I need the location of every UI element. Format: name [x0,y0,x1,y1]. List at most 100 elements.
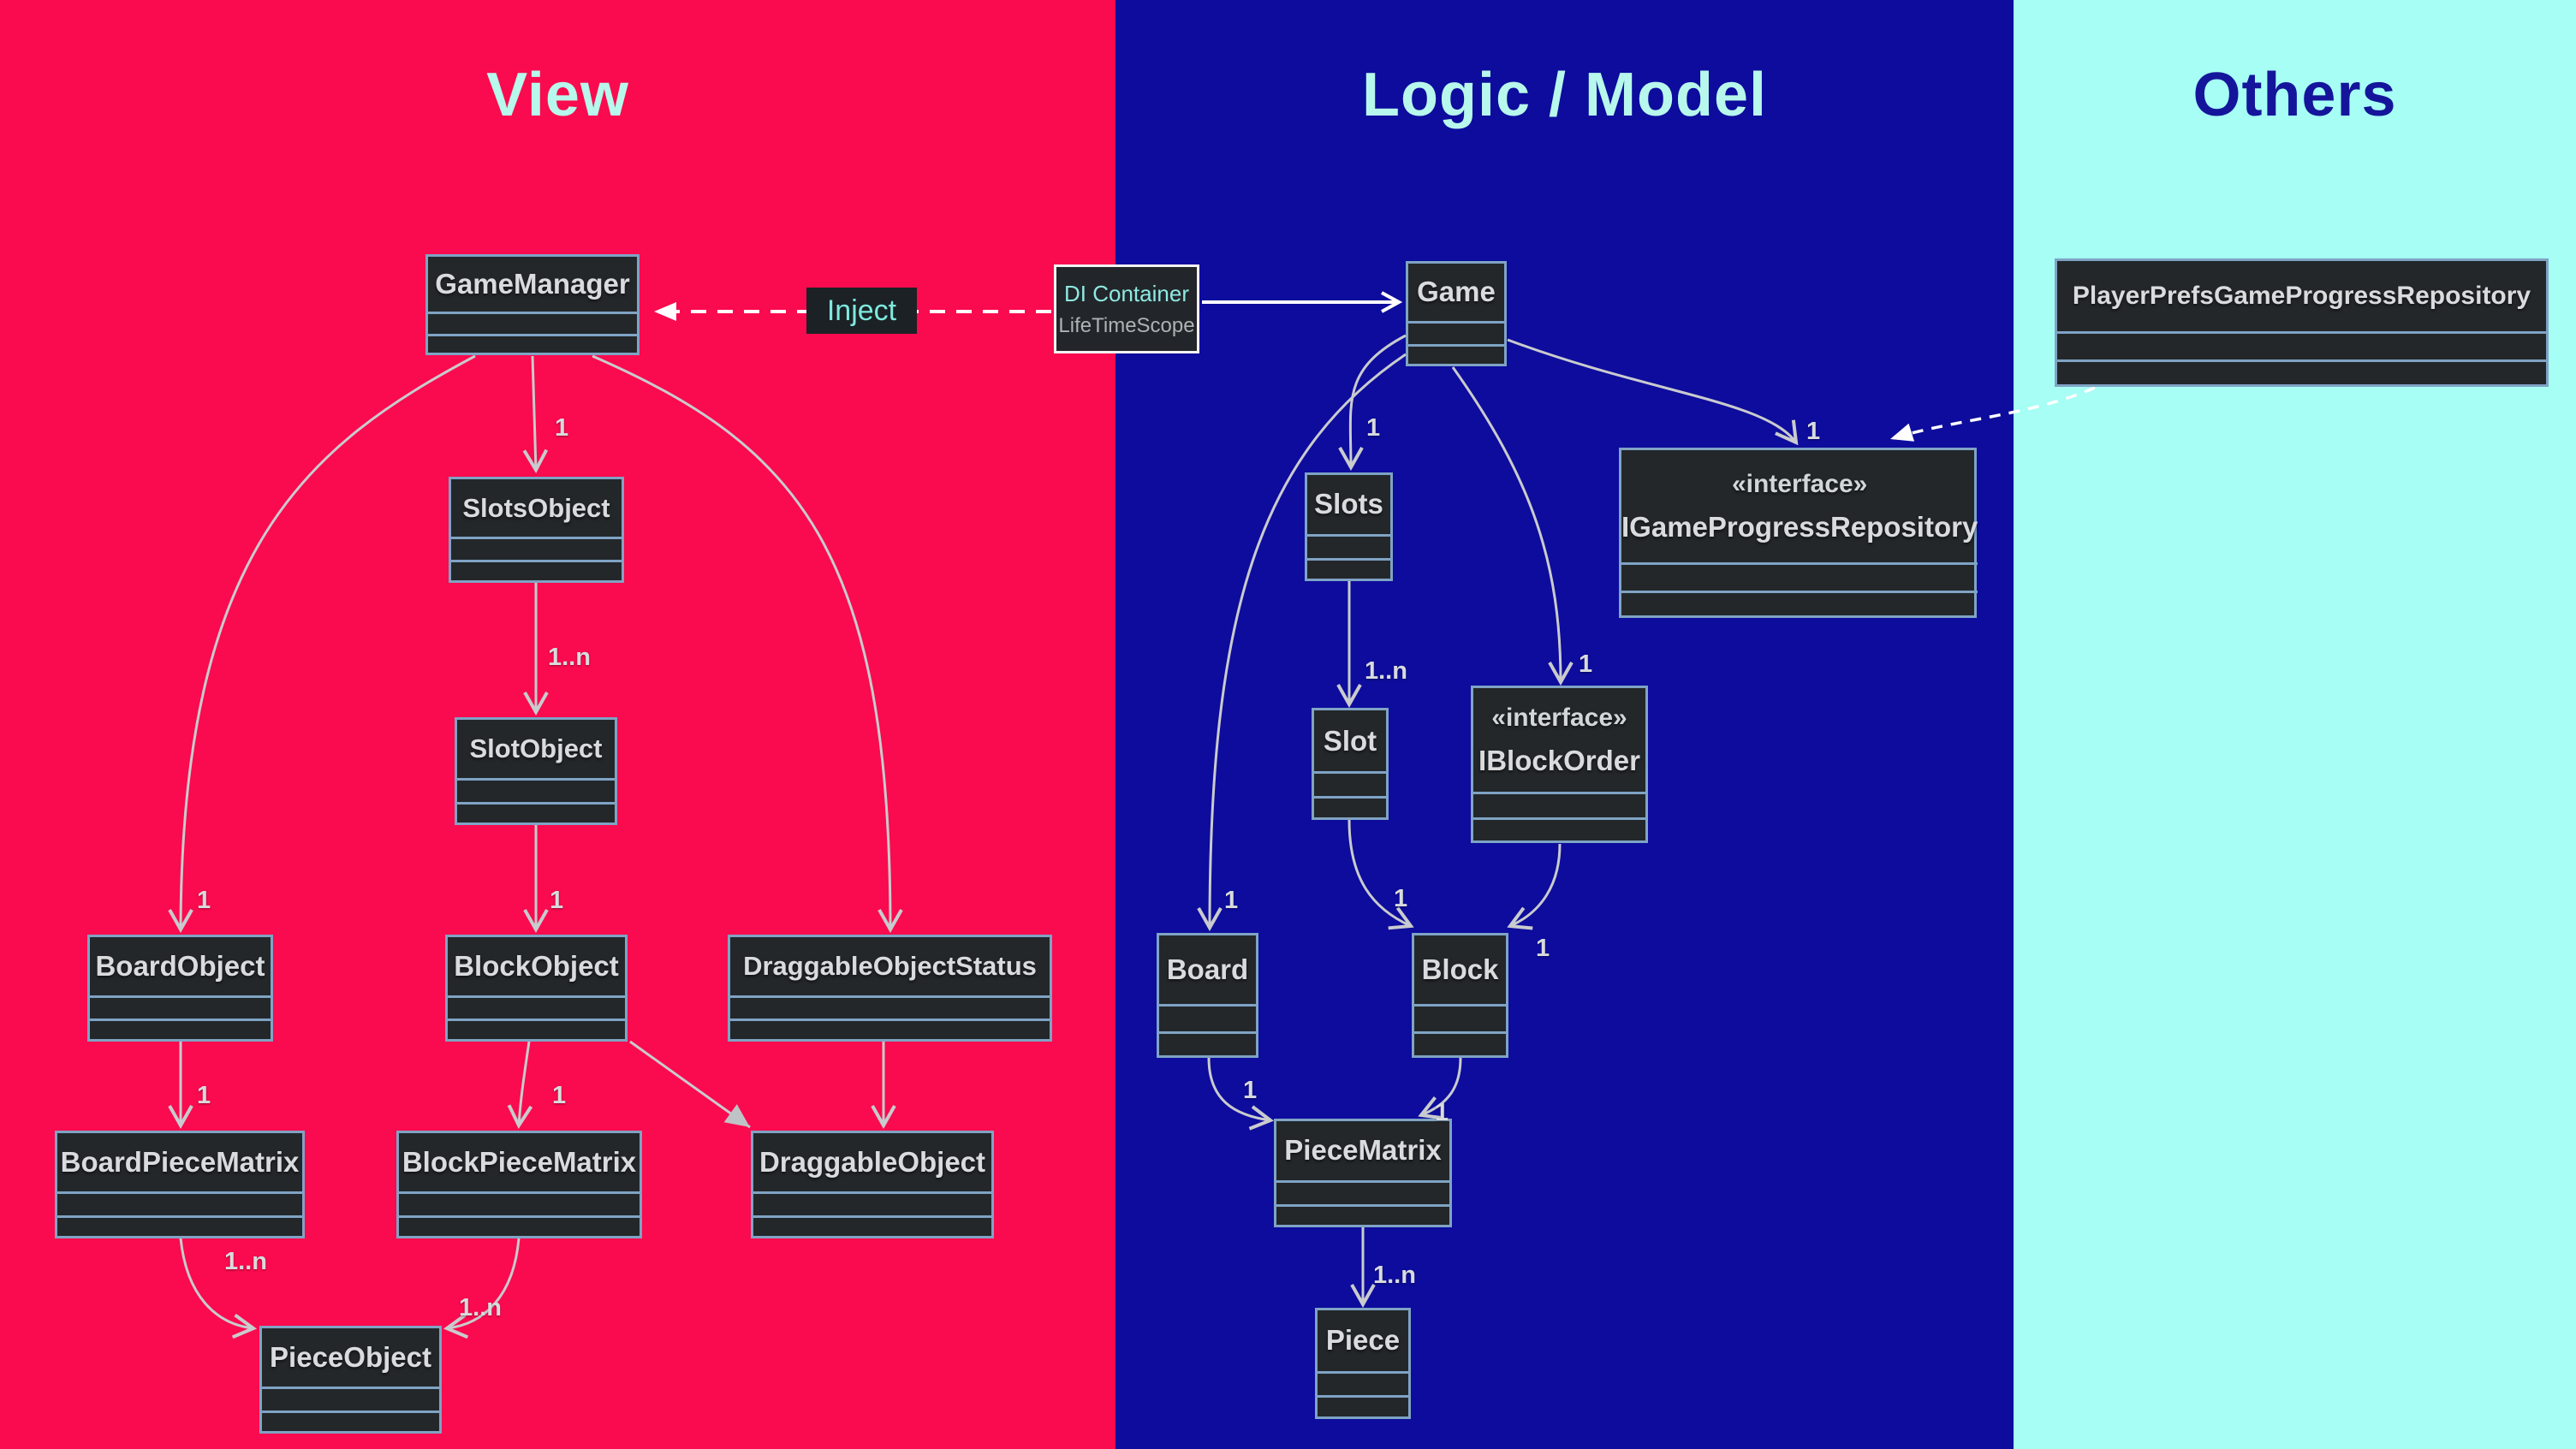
operations-compartment [1159,1030,1256,1055]
attributes-compartment [262,1387,439,1410]
attributes-compartment [448,995,625,1018]
multiplicity-label: 1 [552,1082,567,1109]
attributes-compartment [753,1191,991,1215]
interface-node-iblockorder[interactable]: «interface» IBlockOrder [1471,686,1648,843]
operations-compartment [90,1018,271,1039]
di-container-node[interactable]: DI Container LifeTimeScope [1054,264,1199,353]
attributes-compartment [1276,1179,1449,1204]
operations-compartment [428,333,637,353]
class-title: SlotObject [469,733,603,764]
interface-stereotype: «interface» [1731,469,1868,498]
class-node-blockobject[interactable]: BlockObject [445,935,628,1042]
class-node-board[interactable]: Board [1157,933,1258,1058]
class-title: Block [1421,953,1499,985]
class-title: Slots [1314,488,1383,520]
class-title: PlayerPrefsGameProgressRepository [2072,282,2531,311]
attributes-compartment [1314,771,1386,796]
class-title: BoardPieceMatrix [60,1146,300,1179]
operations-compartment [1314,796,1386,817]
operations-compartment [399,1214,640,1236]
multiplicity-label: 1..n [1365,657,1407,685]
attributes-compartment [2057,331,2546,359]
operations-compartment [1307,557,1390,579]
section-title-view: View [486,61,629,129]
class-node-playerprefsgameprogressrepository[interactable]: PlayerPrefsGameProgressRepository [2055,258,2549,387]
class-node-piece[interactable]: Piece [1315,1308,1411,1419]
attributes-compartment [457,778,615,802]
class-title: GameManager [435,267,630,300]
operations-compartment [457,801,615,822]
class-node-slots[interactable]: Slots [1305,472,1393,581]
class-title: Board [1166,953,1249,985]
class-node-slotsobject[interactable]: SlotsObject [449,477,624,583]
operations-compartment [1276,1203,1449,1225]
attributes-compartment [1159,1003,1256,1031]
class-title: Slot [1323,724,1377,757]
class-node-boardpiecematrix[interactable]: BoardPieceMatrix [55,1131,305,1238]
class-title: BoardObject [95,949,265,982]
attributes-compartment [451,537,622,560]
interface-node-igameprogressrepository[interactable]: «interface» IGameProgressRepository [1619,448,1978,618]
class-title: IGameProgressRepository [1621,510,1978,543]
operations-compartment [1414,1030,1506,1055]
multiplicity-label: 1..n [224,1248,267,1275]
operations-compartment [1473,817,1645,840]
interface-stereotype: «interface» [1491,703,1627,732]
attributes-compartment [1621,562,1978,591]
section-title-logic-model: Logic / Model [1362,61,1767,129]
multiplicity-label: 1 [1806,418,1821,445]
inject-annotation[interactable]: Inject [806,288,917,334]
multiplicity-label: 1 [1579,650,1593,678]
multiplicity-label: 1 [1243,1077,1258,1104]
di-container-title: DI Container [1064,280,1189,306]
class-node-draggableobjectstatus[interactable]: DraggableObjectStatus [728,935,1052,1042]
multiplicity-label: 1 [550,887,564,914]
attributes-compartment [428,311,637,334]
class-title: DraggableObject [759,1146,986,1179]
attributes-compartment [1414,1003,1506,1031]
operations-compartment [1621,591,1978,615]
multiplicity-label: 1..n [459,1294,502,1321]
class-node-piecematrix[interactable]: PieceMatrix [1274,1119,1452,1227]
operations-compartment [57,1214,302,1236]
class-node-slotobject[interactable]: SlotObject [455,717,617,825]
section-title-others: Others [2192,61,2397,129]
operations-compartment [448,1018,625,1039]
class-node-block[interactable]: Block [1412,933,1508,1058]
di-container-subtitle: LifeTimeScope [1058,313,1195,337]
operations-compartment [730,1018,1050,1039]
attributes-compartment [730,995,1050,1018]
attributes-compartment [1408,320,1504,344]
multiplicity-label: 1 [197,1082,211,1109]
attributes-compartment [1318,1370,1408,1396]
operations-compartment [1318,1395,1408,1416]
class-title: DraggableObjectStatus [743,950,1037,981]
attributes-compartment [90,995,271,1018]
attributes-compartment [399,1191,640,1215]
class-node-draggableobject[interactable]: DraggableObject [751,1131,994,1238]
multiplicity-label: 1 [1536,935,1550,962]
class-node-boardobject[interactable]: BoardObject [87,935,273,1042]
class-title: PieceMatrix [1284,1134,1442,1167]
attributes-compartment [1473,792,1645,817]
multiplicity-label: 1 [1435,1099,1449,1126]
multiplicity-label: 1..n [548,644,591,671]
class-title: Piece [1325,1324,1401,1357]
class-title: PieceObject [270,1341,431,1374]
attributes-compartment [1307,533,1390,558]
class-node-slot[interactable]: Slot [1312,708,1389,820]
class-node-pieceobject[interactable]: PieceObject [259,1326,442,1434]
operations-compartment [262,1410,439,1431]
multiplicity-label: 1 [1366,414,1381,442]
class-node-game[interactable]: Game [1406,261,1507,366]
multiplicity-label: 1 [555,414,569,442]
class-node-gamemanager[interactable]: GameManager [425,254,640,355]
class-node-blockpiecematrix[interactable]: BlockPieceMatrix [396,1131,642,1238]
class-title: BlockObject [454,949,619,982]
class-title: Game [1417,276,1496,308]
section-others [2014,0,2576,1449]
operations-compartment [1408,343,1504,364]
operations-compartment [753,1214,991,1236]
class-title: BlockPieceMatrix [402,1146,637,1179]
